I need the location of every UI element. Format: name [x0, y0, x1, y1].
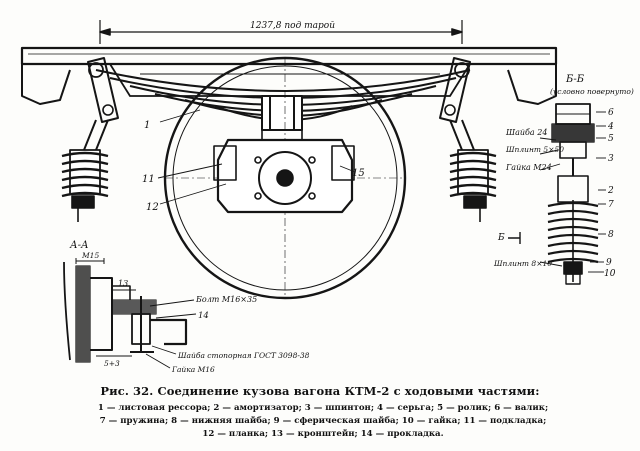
- part-number-9: 9: [606, 258, 612, 268]
- section-aa-view: [63, 258, 197, 369]
- dimension-line-top: [99, 20, 463, 44]
- technical-drawing: 1237,8 под тарой 1 11 12 15 Б-Б (условно…: [20, 20, 634, 374]
- part-number-7: 7: [608, 200, 614, 210]
- part-number-10: 10: [604, 269, 616, 279]
- dim-5-3-label: 5+3: [104, 359, 120, 368]
- part-number-8: 8: [608, 230, 614, 240]
- left-suspension: [61, 57, 119, 222]
- section-bb-view: [508, 103, 606, 285]
- part-number-3: 3: [608, 154, 614, 164]
- section-bb-title: Б-Б: [565, 74, 585, 85]
- dim-m15-label: М15: [81, 251, 99, 260]
- part-number-15: 15: [352, 168, 365, 179]
- nut-m24-label: Гайка М24: [505, 163, 552, 172]
- part-number-4: 4: [607, 122, 614, 132]
- legend-line-2: 7 — пружина; 8 — нижняя шайба; 9 — сфери…: [99, 416, 547, 426]
- leader-lines: [157, 109, 356, 205]
- part-number-12: 12: [146, 202, 159, 213]
- part-number-5: 5: [608, 134, 614, 144]
- figure-caption-title: Рис. 32. Соединение кузова вагона КТМ-2 …: [100, 384, 540, 398]
- dim-13-label: 13: [118, 279, 128, 288]
- part-number-11: 11: [142, 174, 155, 185]
- dimension-label: 1237,8 под тарой: [250, 21, 335, 31]
- cotter-8x10-label: Шплинт 8×10: [493, 259, 552, 268]
- part-number-1: 1: [144, 120, 150, 131]
- legend-line-3: 12 — планка; 13 — кронштейн; 14 — прокла…: [202, 429, 444, 439]
- right-suspension: [439, 57, 497, 222]
- part-number-14: 14: [198, 311, 209, 321]
- part-number-6: 6: [608, 108, 614, 118]
- nut-m16-label: Гайка М16: [171, 365, 215, 374]
- leaf-spring: [95, 69, 471, 131]
- cotter-label: Шплинт 5×50: [505, 145, 564, 154]
- lock-washer-label: Шайба стопорная ГОСТ 3098-38: [177, 351, 310, 360]
- b-mark-label: Б: [497, 233, 505, 243]
- axle-box: [213, 130, 355, 214]
- section-aa-title: А-А: [69, 240, 89, 251]
- section-bb-note: (условно повернуто): [550, 87, 634, 96]
- washer-label: Шайба 24: [505, 128, 547, 137]
- bolt-label: Болт М16×35: [195, 295, 257, 304]
- legend-line-1: 1 — листовая рессора; 2 — амортизатор; 3…: [97, 403, 549, 413]
- part-number-2: 2: [607, 186, 614, 196]
